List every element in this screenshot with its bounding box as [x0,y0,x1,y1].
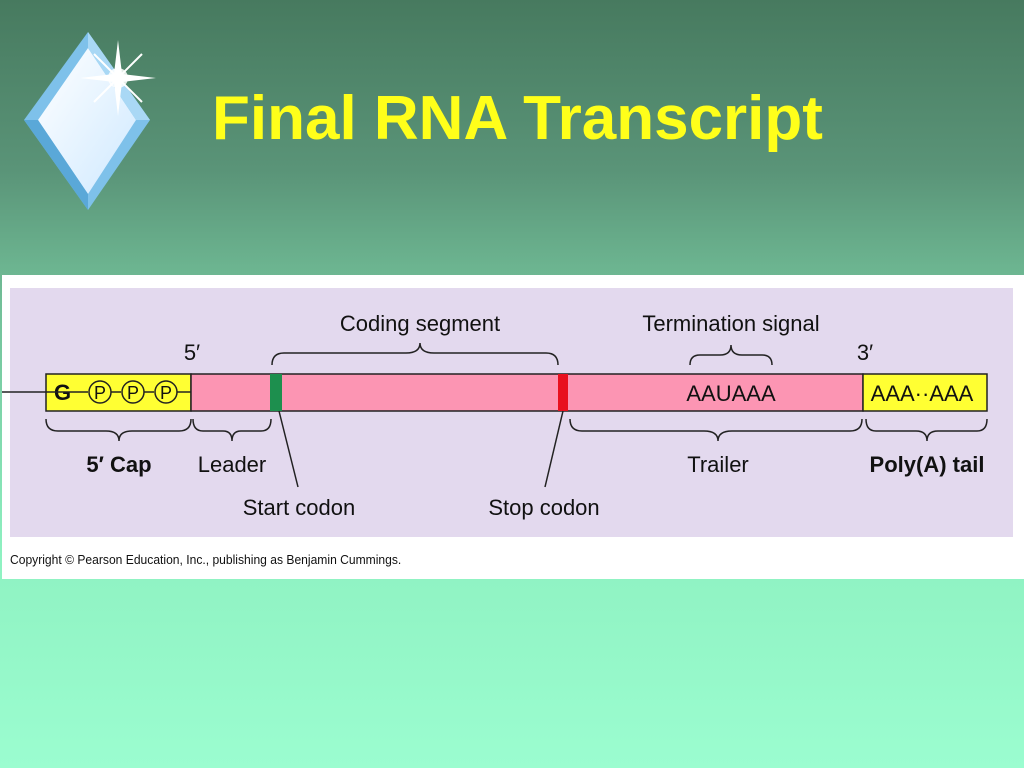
start-codon-marker [270,374,282,411]
rna-transcript-diagram: Coding segment Termination signal 5′ 3′ … [2,288,1013,537]
trailer-brace [569,418,863,442]
poly-a-tail-brace [865,418,988,442]
start-codon-label: Start codon [243,495,356,520]
phosphate-label-2: P [127,383,139,403]
coding-segment-brace [271,342,559,366]
leader-label: Leader [198,452,267,477]
poly-a-tail-label: Poly(A) tail [870,452,985,477]
three-prime-label: 3′ [857,340,873,365]
poly-a-sequence-label: AAA··AAA [871,381,974,406]
start-codon-pointer [278,410,299,488]
figure-panel: Coding segment Termination signal 5′ 3′ … [2,275,1024,579]
diagram-background [10,288,1013,537]
slide-title: Final RNA Transcript [212,84,823,153]
rna-body-segment [190,373,864,412]
coding-segment-label: Coding segment [340,311,500,336]
signal-sequence-label: AAUAAA [686,381,776,406]
poly-a-segment [862,373,988,412]
five-prime-cap-label: 5′ Cap [86,452,151,477]
copyright-notice: Copyright © Pearson Education, Inc., pub… [10,552,402,567]
five-prime-label: 5′ [184,340,200,365]
leader-brace [192,418,272,442]
sparkle-icon [80,40,156,116]
five-prime-cap-brace [45,418,192,442]
phosphate-label-3: P [160,383,172,403]
phosphate-label-1: P [94,383,106,403]
stop-codon-pointer [544,410,564,488]
stop-codon-label: Stop codon [488,495,599,520]
diamond-sparkle-icon [24,32,156,210]
stop-codon-marker [558,374,568,411]
termination-signal-label: Termination signal [642,311,819,336]
trailer-label: Trailer [687,452,749,477]
termination-signal-brace [689,344,773,366]
